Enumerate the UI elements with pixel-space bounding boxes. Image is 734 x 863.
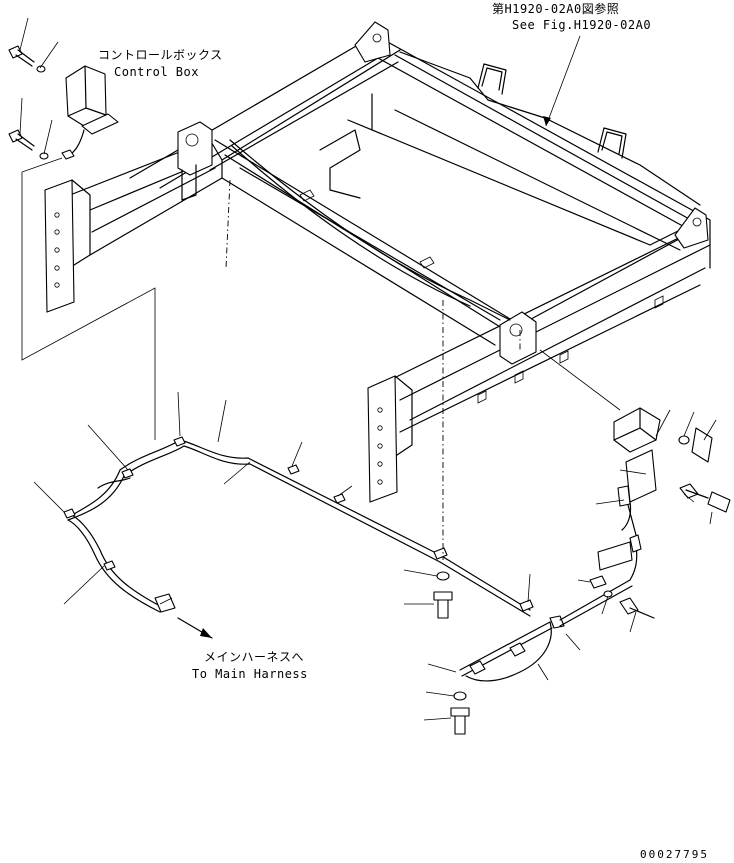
bottom-bolts (403, 569, 470, 735)
see-fig-leader (543, 35, 581, 127)
see-fig-label-jp: 第H1920-02A0図参照 (492, 2, 620, 16)
sub-harness (427, 504, 642, 682)
control-box-leader (21, 157, 156, 440)
harness (33, 391, 534, 639)
right-bracket (577, 407, 731, 633)
main-harness-label-en: To Main Harness (192, 667, 308, 681)
alignment-lines (225, 179, 621, 560)
main-harness-label-jp: メインハーネスへ (204, 650, 305, 664)
control-box-label-en: Control Box (114, 65, 199, 79)
see-fig-label-en: See Fig.H1920-02A0 (512, 18, 652, 32)
control-box-label-jp: コントロールボックス (98, 48, 223, 62)
control-box-bolts (8, 17, 59, 160)
drawing-number: 00027795 (640, 848, 709, 861)
frame (44, 21, 711, 503)
control-box (61, 65, 119, 160)
